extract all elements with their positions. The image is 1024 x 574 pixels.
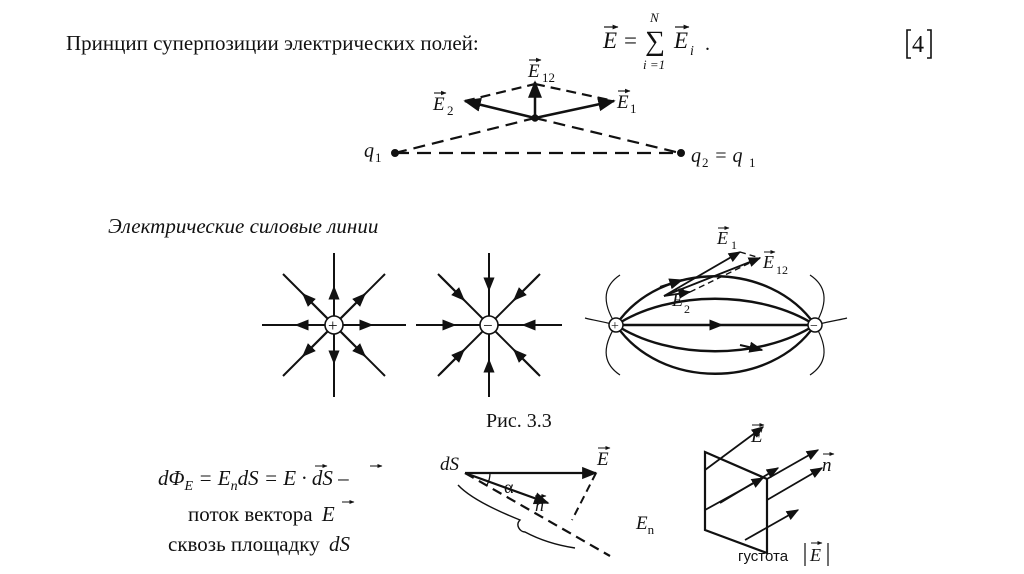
label-diagram-E: E	[596, 449, 609, 470]
parallelogram-right-side	[534, 82, 615, 103]
label-q2-equals-subscript: 1	[749, 155, 756, 170]
formula-equals: =	[624, 28, 637, 53]
dipole-field	[584, 251, 848, 376]
field-arrow-1	[704, 426, 765, 471]
flux-line2-E: E	[321, 502, 335, 526]
flux-line3-text: сквозь площадку	[168, 532, 320, 556]
dipole-labels: E 1 E 12 E 2	[671, 226, 788, 316]
flux-dash: –	[333, 466, 349, 490]
flux-line2-text: поток вектора	[188, 502, 313, 526]
field-arrow-5	[766, 467, 824, 501]
slide-title: Принцип суперпозиции электрических полей…	[66, 31, 479, 55]
flux-diagram-density-labels: E n густота E	[738, 423, 835, 566]
label-E1: E	[616, 92, 629, 113]
label-q2: q	[691, 145, 701, 167]
label-density-E: E	[750, 426, 763, 447]
charge-q2-dot	[677, 149, 685, 157]
svg-text:dΦE = EndS = E · dS –: dΦE = EndS = E · dS –	[158, 466, 349, 494]
formula-sum-sign: ∑	[645, 26, 665, 57]
vector-n	[464, 471, 550, 505]
flux-line3-dS: dS	[329, 532, 351, 556]
negative-charge-sign: −	[483, 316, 493, 335]
dipole-vector-E2	[663, 288, 692, 299]
positive-charge-field	[262, 253, 406, 397]
field-lines-heading: Электрические силовые линии	[108, 214, 378, 238]
dipole-vector-E1	[663, 251, 742, 297]
label-E12: E	[527, 61, 540, 82]
label-E12-subscript: 12	[542, 70, 555, 85]
flux-dPhi: dΦ	[158, 466, 185, 490]
field-arrow-4	[719, 467, 780, 504]
vector-E1	[534, 97, 616, 120]
vector-E2	[463, 97, 536, 120]
angle-alpha-arc	[486, 472, 491, 486]
flux-diagram-area-labels: dS E α n En	[440, 446, 655, 537]
flux-dS-equals: dS =	[238, 466, 284, 490]
slide-number: 4	[912, 32, 924, 58]
field-arrow-3	[744, 509, 800, 541]
formula-Ei: E	[673, 28, 688, 53]
label-q1: q	[364, 140, 374, 162]
brace-En	[457, 484, 576, 549]
dashed-line-point-to-q2	[534, 116, 681, 155]
dashed-line-q1-to-point	[394, 116, 536, 155]
flux-diagram-area	[457, 466, 611, 557]
superposition-diagram	[391, 80, 685, 157]
flux-diagram-density	[703, 426, 824, 555]
positive-charge-sign: +	[328, 316, 338, 335]
svg-text:поток вектора E: поток вектора E	[188, 502, 335, 526]
dipole-label-E1: E	[716, 228, 728, 248]
label-E1-subscript: 1	[630, 101, 637, 116]
label-dS: dS	[440, 454, 460, 475]
positive-charge-symbol	[324, 315, 344, 335]
superposition-labels: E 12 E 2 E 1 q 1 q 2 = q 1	[364, 57, 756, 170]
label-q1-subscript: 1	[375, 150, 382, 165]
slide-number-box: 4	[906, 29, 932, 59]
dipole-label-E1-subscript: 1	[731, 238, 737, 252]
field-point	[531, 114, 539, 122]
svg-text:сквозь площадку dS: сквозь площадку dS	[168, 532, 350, 556]
label-En: E	[635, 513, 648, 534]
dipole-label-E12: E	[762, 252, 774, 272]
label-density: густота	[738, 548, 789, 565]
label-diagram-n: n	[535, 495, 544, 515]
formula-E: E	[602, 28, 617, 53]
label-density-absE: E	[809, 545, 821, 565]
charge-q1-dot	[391, 149, 399, 157]
negative-charge-symbol	[479, 315, 499, 335]
area-plane	[703, 450, 769, 555]
formula-upper-limit: N	[649, 10, 660, 25]
negative-charge-field	[416, 253, 562, 397]
dipole-label-E2: E	[671, 290, 683, 310]
flux-En-subscript: n	[231, 479, 238, 494]
svg-text:En: En	[635, 513, 655, 537]
flux-equals-En: = E	[193, 466, 231, 490]
label-q2-equals-q: = q	[714, 145, 743, 167]
flux-dPhi-subscript: E	[184, 479, 194, 494]
flux-E-vector: E	[282, 466, 296, 490]
flux-dot-d: · d	[296, 466, 323, 490]
flux-formula: dΦE = EndS = E · dS – поток вектора E ск…	[158, 464, 383, 556]
projection-line	[571, 472, 597, 521]
label-density-n: n	[822, 455, 832, 476]
formula-period: .	[705, 33, 710, 55]
formula-Ei-subscript: i	[690, 44, 694, 59]
dipole-label-E2-subscript: 2	[684, 302, 690, 316]
dipole-plus-sign: +	[611, 319, 619, 334]
dipole-minus-sign: −	[810, 319, 818, 334]
label-E2-subscript: 2	[447, 103, 454, 118]
superposition-formula: E = N ∑ i =1 E i .	[602, 10, 710, 72]
label-alpha: α	[504, 477, 514, 497]
label-E2: E	[432, 94, 445, 115]
formula-lower-limit: i =1	[643, 57, 665, 72]
parallelogram-left-side	[464, 82, 536, 103]
figure-caption: Рис. 3.3	[486, 410, 552, 432]
flux-S-vector: S	[322, 466, 333, 490]
label-En-subscript: n	[648, 522, 655, 537]
dashed-normal-line	[464, 472, 611, 557]
dipole-label-E12-subscript: 12	[776, 263, 788, 277]
label-q2-subscript: 2	[702, 155, 709, 170]
